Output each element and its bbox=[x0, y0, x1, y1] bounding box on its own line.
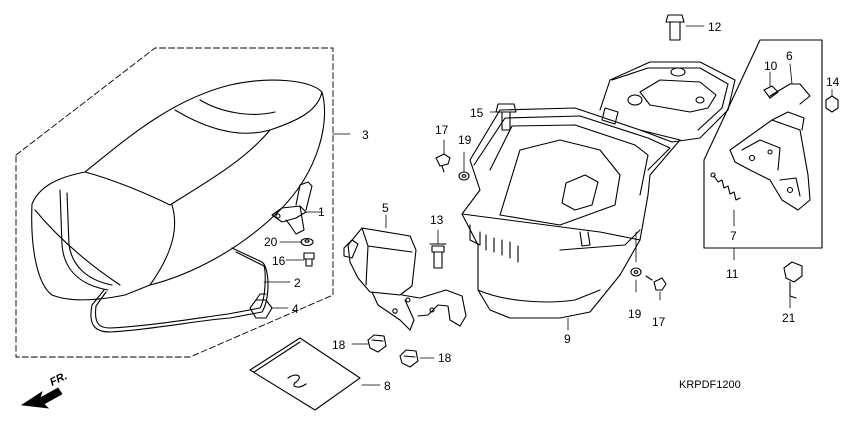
seat-rubber-seal bbox=[90, 247, 269, 333]
front-direction-label: FR. bbox=[48, 370, 69, 389]
diagram-code: KRPDF1200 bbox=[679, 379, 741, 391]
clip-10 bbox=[763, 85, 779, 99]
callout-17b: 17 bbox=[652, 315, 666, 329]
seat-lock-bracket bbox=[343, 227, 467, 331]
clip-nut-18a bbox=[367, 334, 387, 353]
screw-17b bbox=[645, 275, 667, 291]
callout-14: 14 bbox=[826, 75, 840, 89]
callout-15: 15 bbox=[470, 106, 484, 120]
front-direction-arrow: FR. bbox=[20, 370, 69, 409]
callout-1: 1 bbox=[318, 205, 325, 219]
callout-20: 20 bbox=[264, 235, 278, 249]
callout-5: 5 bbox=[382, 201, 389, 215]
callout-2: 2 bbox=[294, 276, 301, 290]
screw-17a bbox=[435, 153, 451, 173]
callout-7: 7 bbox=[730, 229, 737, 243]
washer-19a bbox=[458, 171, 470, 181]
callout-9: 9 bbox=[564, 332, 571, 346]
seat-lock-plate bbox=[729, 111, 811, 211]
seat bbox=[31, 79, 325, 301]
seat-hinge-bracket bbox=[271, 181, 313, 235]
callout-8: 8 bbox=[384, 379, 391, 393]
callout-16: 16 bbox=[272, 254, 286, 268]
callout-labels: 1 2 3 4 5 6 7 8 9 10 11 12 13 14 15 16 1… bbox=[264, 20, 840, 393]
washer-20 bbox=[300, 237, 314, 247]
callout-18b: 18 bbox=[438, 351, 452, 365]
bolt-16 bbox=[303, 252, 315, 267]
callout-13: 13 bbox=[430, 213, 444, 227]
callout-17a: 17 bbox=[435, 123, 449, 137]
bolt-21 bbox=[783, 261, 803, 299]
callout-4: 4 bbox=[292, 302, 299, 316]
callout-12: 12 bbox=[708, 20, 722, 34]
callout-21: 21 bbox=[782, 311, 796, 325]
nut-14 bbox=[825, 95, 839, 113]
washer-19b bbox=[630, 267, 642, 277]
bolt-13 bbox=[429, 243, 447, 269]
seat-group-outline bbox=[15, 47, 334, 358]
callout-3: 3 bbox=[362, 128, 369, 142]
rod-6 bbox=[769, 83, 811, 105]
lock-assembly-outline bbox=[703, 39, 823, 249]
callout-18a: 18 bbox=[332, 338, 346, 352]
callout-19b: 19 bbox=[628, 307, 642, 321]
leader-lines bbox=[263, 25, 833, 386]
clip-nut-18b bbox=[399, 349, 419, 368]
callout-19a: 19 bbox=[458, 133, 472, 147]
spring-7 bbox=[710, 172, 741, 201]
bolt-15 bbox=[495, 103, 517, 131]
tool-sheet bbox=[249, 337, 361, 411]
bolt-12 bbox=[665, 14, 685, 41]
callout-10: 10 bbox=[764, 59, 778, 73]
callout-11: 11 bbox=[726, 267, 739, 281]
callout-6: 6 bbox=[786, 49, 793, 63]
luggage-box bbox=[461, 61, 736, 319]
